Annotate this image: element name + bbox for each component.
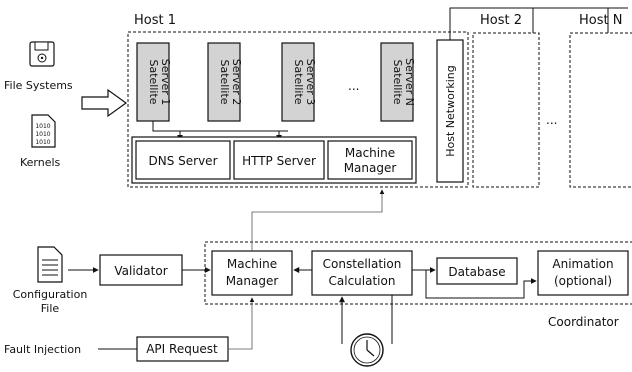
floppy-disk-icon [29, 41, 55, 67]
svg-text:Server 1: Server 1 [159, 59, 172, 106]
svg-text:Manager: Manager [344, 161, 397, 175]
host-networking-box: Host Networking [436, 39, 464, 183]
svg-text:1010: 1010 [35, 139, 50, 146]
host-1-label: Host 1 [134, 13, 176, 28]
satellite-server-1: Satellite Server 1 [136, 42, 172, 122]
svg-text:Machine: Machine [345, 146, 395, 160]
svg-text:HTTP Server: HTTP Server [242, 154, 316, 168]
clock-icon [350, 333, 384, 367]
kernels-label: Kernels [20, 156, 61, 169]
svg-text:Animation: Animation [552, 257, 613, 271]
satellite-bus-line [152, 121, 288, 132]
api-to-manager-arrow [228, 297, 255, 350]
host-machine-manager-box: Machine Manager [327, 140, 413, 180]
constellation-calculation-box: Constellation Calculation [311, 250, 413, 296]
svg-text:Satellite: Satellite [391, 59, 404, 104]
coordinator-machine-manager-box: Machine Manager [211, 250, 293, 296]
svg-text:1010: 1010 [35, 131, 50, 138]
document-icon [37, 246, 63, 283]
svg-text:Machine: Machine [227, 257, 277, 271]
database-box: Database [436, 257, 518, 285]
svg-text:Database: Database [448, 265, 505, 279]
configuration-file-label-line1: Configuration [13, 288, 88, 301]
svg-text:(optional): (optional) [554, 274, 612, 288]
fault-injection-label: Fault Injection [4, 343, 81, 356]
host-1-container [127, 31, 469, 188]
configuration-file-label-line2: File [41, 302, 60, 315]
manager-to-host-arrow [251, 189, 385, 251]
svg-text:Satellite: Satellite [147, 59, 160, 104]
dns-server-box: DNS Server [135, 140, 231, 180]
file-systems-label: File Systems [4, 79, 73, 92]
host-2-label: Host 2 [480, 13, 522, 28]
coordinator-label: Coordinator [548, 315, 619, 329]
satellite-server-n: Satellite Server N [380, 42, 416, 122]
satellite-ellipsis: ... [348, 79, 359, 93]
svg-text:DNS Server: DNS Server [149, 154, 218, 168]
svg-text:Server 2: Server 2 [230, 59, 243, 106]
hosts-ellipsis: ... [546, 113, 557, 127]
svg-text:Constellation: Constellation [323, 257, 402, 271]
api-request-box: API Request [136, 336, 229, 362]
host-n-container [569, 32, 632, 188]
host-2-container [472, 32, 540, 188]
svg-text:API Request: API Request [146, 342, 218, 356]
validator-box: Validator [99, 254, 183, 286]
http-server-box: HTTP Server [233, 140, 325, 180]
input-block-arrow [81, 88, 128, 118]
svg-text:Calculation: Calculation [329, 274, 396, 288]
network-backbone-line [449, 7, 628, 40]
host-n-label: Host N [579, 13, 622, 28]
animation-box: Animation (optional) [537, 250, 629, 296]
svg-text:Validator: Validator [114, 264, 167, 278]
svg-text:1010: 1010 [35, 123, 50, 130]
svg-text:Manager: Manager [226, 274, 279, 288]
svg-text:Satellite: Satellite [218, 59, 231, 104]
svg-text:Server 3: Server 3 [304, 59, 317, 106]
svg-text:Host Networking: Host Networking [444, 65, 457, 156]
svg-text:Server N: Server N [403, 58, 416, 106]
bypass-to-animation-arrow [425, 270, 537, 299]
svg-text:Satellite: Satellite [292, 59, 305, 104]
binary-document-icon: 1010 1010 1010 [31, 114, 56, 148]
satellite-server-2: Satellite Server 2 [207, 42, 243, 122]
satellite-server-3: Satellite Server 3 [281, 42, 317, 122]
